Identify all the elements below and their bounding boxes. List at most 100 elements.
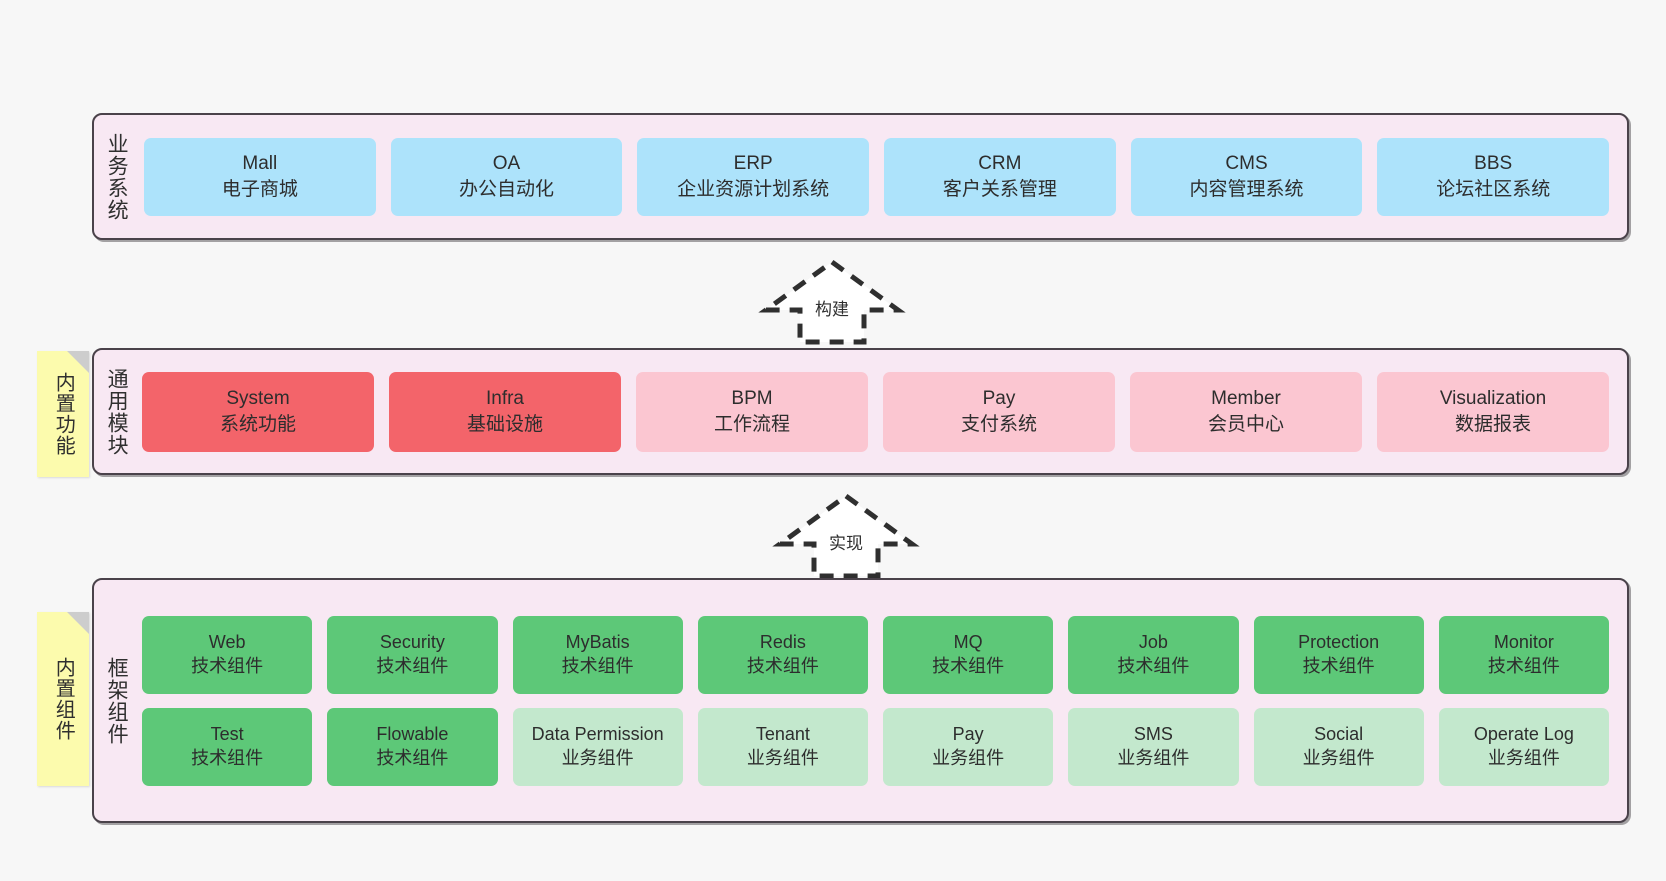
framework-box-test[interactable]: Test 技术组件 — [142, 707, 313, 786]
framework-box-web[interactable]: Web 技术组件 — [142, 615, 313, 694]
framework-box-protection[interactable]: Protection 技术组件 — [1253, 615, 1424, 694]
framework-box-tenant-cn: 业务组件 — [746, 747, 819, 768]
framework-box-mybatis[interactable]: MyBatis 技术组件 — [512, 615, 683, 694]
framework-box-pay-en: Pay — [952, 723, 984, 744]
arrow-implement-label: 实现 — [829, 534, 863, 553]
business-box-bbs-cn: 论坛社区系统 — [1436, 178, 1551, 200]
note-builtin-component-text: 内置组件 — [52, 657, 75, 741]
layer-general-modules-body: System 系统功能 Infra 基础设施 BPM 工作流程 Pay 支付系统… — [138, 350, 1627, 473]
business-box-erp[interactable]: ERP 企业资源计划系统 — [637, 137, 870, 216]
framework-box-test-cn: 技术组件 — [191, 747, 264, 768]
module-box-pay[interactable]: Pay 支付系统 — [883, 371, 1115, 452]
arrow-build-icon — [758, 258, 906, 345]
layer-business-systems-body: Mall 电子商城 OA 办公自动化 ERP 企业资源计划系统 CRM 客户关系… — [138, 115, 1627, 238]
note-fold-corner-icon — [67, 351, 89, 373]
framework-box-mq[interactable]: MQ 技术组件 — [883, 615, 1054, 694]
business-box-mall[interactable]: Mall 电子商城 — [144, 137, 376, 216]
module-box-infra[interactable]: Infra 基础设施 — [389, 371, 621, 452]
business-box-crm-en: CRM — [978, 153, 1022, 175]
layer-general-modules: 通用模块 System 系统功能 Infra 基础设施 BPM 工作流程 Pay… — [92, 348, 1629, 475]
framework-box-data-permission-cn: 业务组件 — [561, 747, 634, 768]
layer-framework-components-body: Web 技术组件 Security 技术组件 MyBatis 技术组件 Redi… — [138, 580, 1627, 821]
framework-box-security-cn: 技术组件 — [376, 655, 449, 676]
framework-box-flowable-cn: 技术组件 — [376, 747, 449, 768]
module-box-bpm[interactable]: BPM 工作流程 — [636, 371, 868, 452]
note-fold-corner-icon — [67, 612, 89, 634]
layer-business-systems: 业务系统 Mall 电子商城 OA 办公自动化 ERP 企业资源计划系统 CRM… — [92, 113, 1629, 240]
framework-box-data-permission[interactable]: Data Permission 业务组件 — [512, 707, 683, 786]
arrow-build-label: 构建 — [815, 300, 849, 319]
business-box-cms[interactable]: CMS 内容管理系统 — [1130, 137, 1363, 216]
business-systems-row: Mall 电子商城 OA 办公自动化 ERP 企业资源计划系统 CRM 客户关系… — [144, 137, 1610, 216]
module-box-member-en: Member — [1211, 388, 1281, 410]
framework-box-mq-en: MQ — [953, 631, 983, 652]
module-box-visualization-cn: 数据报表 — [1454, 413, 1531, 435]
framework-box-monitor-cn: 技术组件 — [1487, 655, 1560, 676]
framework-box-operate-log[interactable]: Operate Log 业务组件 — [1438, 707, 1609, 786]
framework-box-pay[interactable]: Pay 业务组件 — [883, 707, 1054, 786]
framework-box-web-en: Web — [208, 631, 246, 652]
framework-box-redis-en: Redis — [759, 631, 806, 652]
framework-box-sms[interactable]: SMS 业务组件 — [1068, 707, 1239, 786]
layer-general-modules-title: 通用模块 — [105, 367, 129, 456]
layer-business-systems-title: 业务系统 — [105, 132, 129, 221]
business-box-cms-cn: 内容管理系统 — [1189, 178, 1304, 200]
module-box-bpm-cn: 工作流程 — [713, 413, 790, 435]
framework-box-security[interactable]: Security 技术组件 — [327, 615, 498, 694]
framework-box-pay-cn: 业务组件 — [932, 747, 1005, 768]
framework-box-flowable-en: Flowable — [376, 723, 449, 744]
module-box-member[interactable]: Member 会员中心 — [1130, 371, 1362, 452]
module-box-system-cn: 系统功能 — [219, 413, 296, 435]
module-box-infra-cn: 基础设施 — [466, 413, 543, 435]
arrow-build: 构建 — [752, 256, 912, 346]
module-box-infra-en: Infra — [485, 388, 525, 410]
module-box-pay-cn: 支付系统 — [960, 413, 1037, 435]
framework-box-sms-en: SMS — [1133, 723, 1173, 744]
module-box-visualization-en: Visualization — [1439, 388, 1547, 410]
module-box-system[interactable]: System 系统功能 — [142, 371, 374, 452]
note-builtin-component: 内置组件 — [37, 612, 89, 786]
framework-box-job-cn: 技术组件 — [1117, 655, 1190, 676]
framework-box-monitor[interactable]: Monitor 技术组件 — [1438, 615, 1609, 694]
business-box-bbs-en: BBS — [1474, 153, 1513, 175]
module-box-pay-en: Pay — [982, 388, 1016, 410]
framework-box-operate-log-cn: 业务组件 — [1487, 747, 1560, 768]
framework-box-mybatis-cn: 技术组件 — [561, 655, 634, 676]
framework-box-tenant-en: Tenant — [755, 723, 810, 744]
framework-box-social[interactable]: Social 业务组件 — [1253, 707, 1424, 786]
framework-box-social-en: Social — [1314, 723, 1364, 744]
framework-box-protection-en: Protection — [1298, 631, 1380, 652]
business-box-oa-cn: 办公自动化 — [459, 178, 555, 200]
framework-box-monitor-en: Monitor — [1493, 631, 1554, 652]
business-box-erp-en: ERP — [733, 153, 773, 175]
arrow-implement: 实现 — [766, 490, 926, 580]
business-box-bbs[interactable]: BBS 论坛社区系统 — [1377, 137, 1610, 216]
framework-box-web-cn: 技术组件 — [191, 655, 264, 676]
framework-box-data-permission-en: Data Permission — [531, 723, 664, 744]
framework-box-redis[interactable]: Redis 技术组件 — [697, 615, 868, 694]
framework-box-security-en: Security — [379, 631, 445, 652]
framework-box-mq-cn: 技术组件 — [932, 655, 1005, 676]
module-box-system-en: System — [226, 388, 290, 410]
module-box-member-cn: 会员中心 — [1207, 413, 1284, 435]
framework-box-redis-cn: 技术组件 — [746, 655, 819, 676]
business-box-mall-en: Mall — [242, 153, 278, 175]
framework-box-job-en: Job — [1138, 631, 1168, 652]
framework-box-job[interactable]: Job 技术组件 — [1068, 615, 1239, 694]
business-box-crm[interactable]: CRM 客户关系管理 — [884, 137, 1116, 216]
note-builtin-function-text: 内置功能 — [52, 372, 75, 456]
framework-box-protection-cn: 技术组件 — [1302, 655, 1375, 676]
business-box-erp-cn: 企业资源计划系统 — [677, 178, 830, 200]
arrow-implement-icon — [772, 492, 920, 579]
framework-box-sms-cn: 业务组件 — [1117, 747, 1190, 768]
note-builtin-function: 内置功能 — [37, 351, 89, 477]
business-box-crm-cn: 客户关系管理 — [942, 178, 1057, 200]
framework-box-tenant[interactable]: Tenant 业务组件 — [697, 707, 868, 786]
business-box-oa[interactable]: OA 办公自动化 — [390, 137, 623, 216]
framework-box-flowable[interactable]: Flowable 技术组件 — [327, 707, 498, 786]
framework-box-mybatis-en: MyBatis — [565, 631, 630, 652]
general-modules-row: System 系统功能 Infra 基础设施 BPM 工作流程 Pay 支付系统… — [142, 371, 1609, 452]
module-box-visualization[interactable]: Visualization 数据报表 — [1377, 371, 1609, 452]
business-box-mall-cn: 电子商城 — [221, 178, 298, 200]
module-box-bpm-en: BPM — [731, 388, 773, 410]
